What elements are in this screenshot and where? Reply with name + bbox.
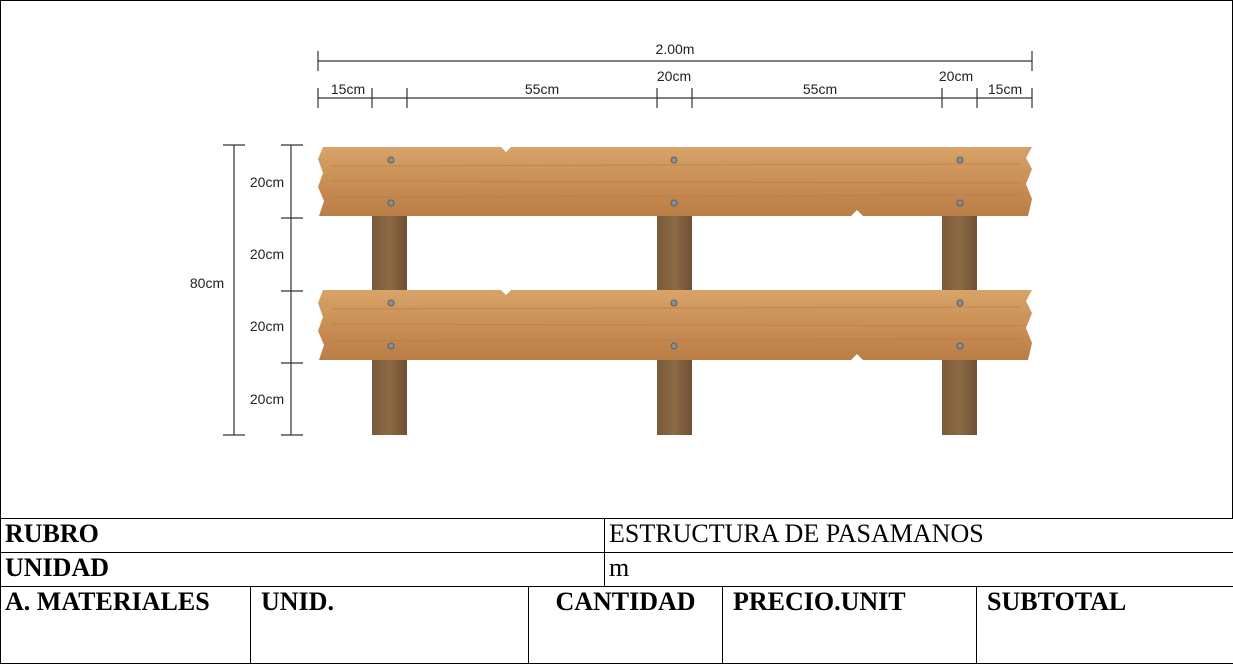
unidad-value: m	[605, 553, 1233, 587]
railing-diagram: 2.00m 15cm 55cm 20cm 55cm 20cm 15	[1, 1, 1233, 519]
height-label-3: 20cm	[250, 318, 284, 334]
height-label-1: 20cm	[250, 174, 284, 190]
segment-label-5: 20cm	[939, 68, 973, 84]
segment-label-1: 15cm	[331, 81, 365, 97]
header-subtotal: SUBTOTAL	[977, 587, 1233, 664]
budget-table: RUBRO ESTRUCTURA DE PASAMANOS UNIDAD m A…	[0, 518, 1233, 664]
header-cantidad: CANTIDAD	[529, 587, 723, 664]
segment-label-6: 15cm	[988, 81, 1022, 97]
rubro-value: ESTRUCTURA DE PASAMANOS	[605, 519, 1233, 553]
segment-label-3: 20cm	[657, 68, 691, 84]
header-row: A. MATERIALES UNID. CANTIDAD PRECIO.UNIT…	[1, 587, 1233, 664]
rubro-row: RUBRO ESTRUCTURA DE PASAMANOS	[1, 519, 1233, 553]
segment-label-4: 55cm	[803, 81, 837, 97]
header-unid: UNID.	[251, 587, 529, 664]
unidad-label: UNIDAD	[1, 553, 605, 587]
rubro-label: RUBRO	[1, 519, 605, 553]
total-height-label: 80cm	[190, 275, 224, 291]
segment-label-2: 55cm	[525, 81, 559, 97]
total-width-label: 2.00m	[656, 41, 695, 57]
segment-dimension-line	[318, 88, 1032, 108]
unidad-row: UNIDAD m	[1, 553, 1233, 587]
header-materiales: A. MATERIALES	[1, 587, 251, 664]
header-precio-unit: PRECIO.UNIT	[723, 587, 977, 664]
railing-figure: 2.00m 15cm 55cm 20cm 55cm 20cm 15	[0, 0, 1233, 518]
height-label-4: 20cm	[250, 391, 284, 407]
height-label-2: 20cm	[250, 246, 284, 262]
